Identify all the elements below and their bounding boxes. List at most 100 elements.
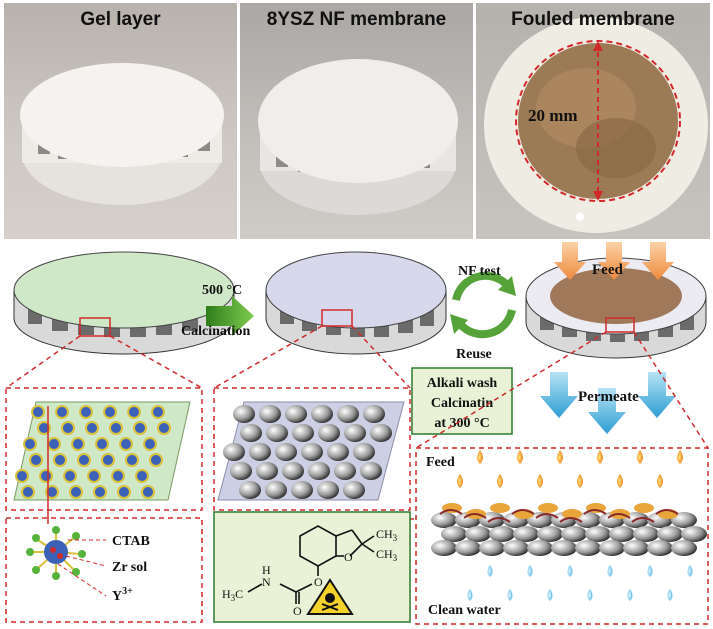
regen-line-3: at 300 °C [434, 416, 489, 431]
micelle [135, 469, 149, 483]
nf-membrane-disc [265, 251, 447, 355]
membrane-particle [489, 526, 515, 542]
membrane-particle [353, 443, 375, 461]
membrane-particle [527, 540, 553, 556]
micelle [63, 469, 77, 483]
membrane-particle [337, 405, 359, 423]
membrane-particle [360, 462, 382, 480]
membrane-particle [575, 540, 601, 556]
membrane-particle [259, 405, 281, 423]
micelle [77, 453, 91, 467]
micelle [39, 469, 53, 483]
membrane-particle [334, 462, 356, 480]
water-droplet [487, 565, 493, 577]
water-droplet [687, 565, 693, 577]
micelle [119, 437, 133, 451]
membrane-particle [301, 443, 323, 461]
membrane-particle [441, 526, 467, 542]
membrane-particle [657, 526, 683, 542]
membrane-particle [230, 462, 252, 480]
regeneration-box [411, 367, 513, 435]
membrane-particle [623, 540, 649, 556]
membrane-particle [479, 540, 505, 556]
membrane-particle [575, 512, 601, 528]
photo-gel-layer: Gel layer [4, 3, 237, 239]
membrane-particle [671, 540, 697, 556]
feed-droplet [537, 474, 543, 488]
permeate-label: Permeate [578, 389, 639, 405]
membrane-particle [240, 424, 262, 442]
membrane-particle [551, 540, 577, 556]
micelle [69, 485, 83, 499]
recycle-arrows [450, 271, 516, 339]
gel-disc-illustration [20, 63, 224, 205]
zoom-connectors [5, 325, 709, 625]
micelle [101, 453, 115, 467]
micelle [53, 453, 67, 467]
micelle [141, 485, 155, 499]
legend-y3: Y3+ [112, 586, 133, 604]
feed-droplet [597, 450, 603, 464]
membrane-particle [223, 443, 245, 461]
foulant-chain [487, 517, 511, 523]
feed-droplet [677, 450, 683, 464]
feed-droplet [477, 450, 483, 464]
membrane-particle [327, 443, 349, 461]
regen-line-2: Calcinatin [431, 396, 493, 411]
legend-zr-sol: Zr sol [112, 560, 147, 575]
micelle [151, 405, 165, 419]
micelle [157, 421, 171, 435]
diameter-label: 20 mm [528, 106, 578, 125]
micelle [93, 485, 107, 499]
membrane-particle [609, 526, 635, 542]
water-droplet [607, 565, 613, 577]
micelle [55, 405, 69, 419]
foulant-chain [535, 513, 559, 519]
membrane-particle [285, 405, 307, 423]
foulant-particle [538, 503, 558, 513]
membrane-particle [249, 443, 271, 461]
membrane-particle [256, 462, 278, 480]
membrane-particle [455, 540, 481, 556]
membrane-particle [561, 526, 587, 542]
membrane-particle [317, 481, 339, 499]
membrane-particle [633, 526, 659, 542]
filtration-feed-label: Feed [426, 455, 455, 470]
foulant-chain [511, 509, 535, 515]
membrane-particle [266, 424, 288, 442]
membrane-particle [344, 424, 366, 442]
membrane-particle [671, 512, 697, 528]
micelle [87, 469, 101, 483]
membrane-particle [275, 443, 297, 461]
water-droplet [547, 589, 553, 601]
feed-droplet [497, 474, 503, 488]
methyl-h3c: H3C [222, 587, 243, 603]
amine-hydrogen: H [262, 563, 271, 577]
photo-title-gel-layer: Gel layer [80, 9, 161, 30]
molecule-labels: CH3 CH3 O O O N H H3C [222, 527, 398, 618]
foulant-particle [562, 509, 582, 519]
micelle [143, 437, 157, 451]
membrane-particle [537, 526, 563, 542]
membrane-particle [265, 481, 287, 499]
water-droplet [467, 589, 473, 601]
micelle [37, 421, 51, 435]
micelle [117, 485, 131, 499]
foulant-chain [607, 513, 631, 519]
carbonyl-oxygen: O [293, 604, 302, 618]
ch3-right: CH3 [376, 547, 398, 563]
calcination-temp: 500 °C [202, 283, 242, 298]
nf-test-label: NF test [458, 264, 501, 279]
permeate-arrows [540, 372, 676, 434]
photo-title-fouled: Fouled membrane [511, 9, 675, 30]
foulant-particle [490, 503, 510, 513]
legend-ctab: CTAB [112, 534, 150, 549]
micelle [103, 405, 117, 419]
feed-arrows [554, 242, 674, 280]
membrane-particle [431, 540, 457, 556]
feed-label-top: Feed [592, 262, 623, 278]
water-droplet [647, 565, 653, 577]
membrane-particle [343, 481, 365, 499]
membrane-particle [318, 424, 340, 442]
